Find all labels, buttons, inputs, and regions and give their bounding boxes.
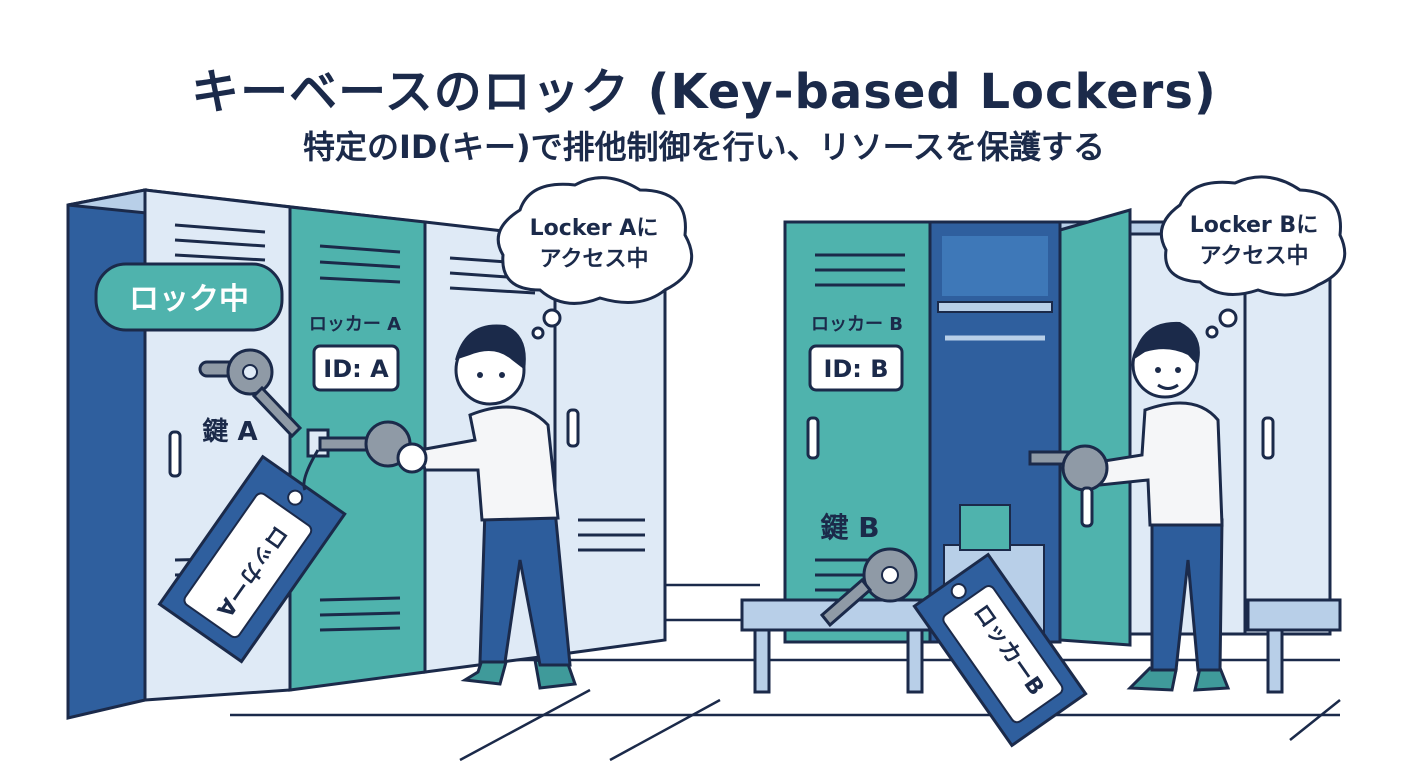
locker-b-id: ID: B bbox=[823, 355, 888, 383]
locker-b-name: ロッカー B bbox=[811, 314, 903, 335]
lock-status-badge bbox=[94, 262, 284, 332]
tag-a: ロッカーA bbox=[157, 454, 347, 664]
speech-b-line2: アクセス中 bbox=[1200, 244, 1309, 269]
lock-status-label: ロック中 bbox=[129, 282, 249, 317]
person-right bbox=[1096, 321, 1231, 692]
speech-bubble-a bbox=[496, 176, 694, 340]
key-a-label: 鍵 A bbox=[202, 416, 257, 447]
tag-b: ロッカーB bbox=[912, 552, 1088, 748]
held-key-icon bbox=[1028, 444, 1109, 528]
bench-right bbox=[1246, 598, 1342, 694]
locker-a-id: ID: A bbox=[323, 355, 389, 383]
page-subtitle: 特定のID(キー)で排他制御を行い、リソースを保護する bbox=[302, 128, 1106, 166]
locker-b-id-plate bbox=[808, 344, 904, 392]
page-title: キーベースのロック (Key-based Lockers) bbox=[191, 64, 1217, 120]
locker-a-id-plate bbox=[312, 344, 400, 392]
key-b-label: 鍵 B bbox=[820, 511, 879, 544]
key-a-icon bbox=[198, 348, 303, 439]
locker-a-name: ロッカー A bbox=[309, 314, 401, 335]
speech-b-line1: Locker Bに bbox=[1190, 213, 1318, 238]
speech-a-line2: アクセス中 bbox=[540, 247, 649, 272]
key-b-icon bbox=[819, 547, 918, 628]
speech-a-line1: Locker Aに bbox=[530, 216, 659, 241]
person-left bbox=[396, 324, 578, 690]
speech-bubble-b bbox=[1159, 175, 1347, 339]
